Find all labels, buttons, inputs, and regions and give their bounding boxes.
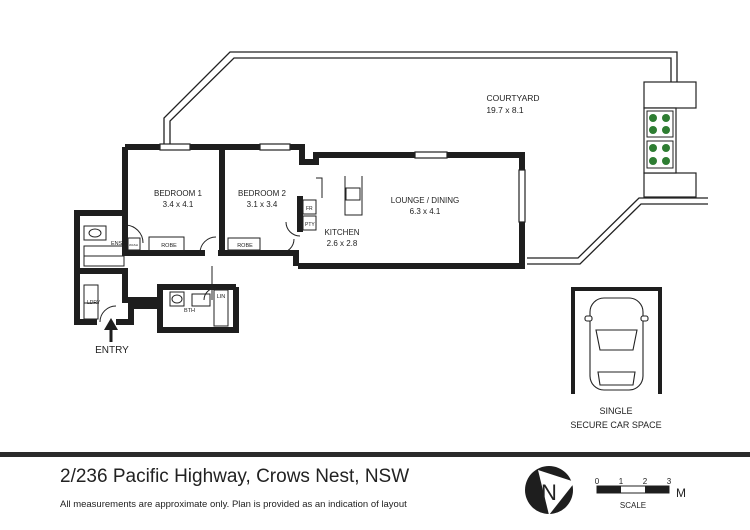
car-space-line1: SINGLE <box>599 406 632 416</box>
scale-label: SCALE <box>620 501 646 510</box>
ensuite-label: ENS <box>111 241 123 247</box>
courtyard-size: 19.7 x 8.1 <box>486 105 524 115</box>
bedroom1-name: BEDROOM 1 <box>154 189 203 198</box>
robe2-label: ROBE <box>237 243 253 249</box>
courtyard-name: COURTYARD <box>486 93 539 103</box>
lounge-size: 6.3 x 4.1 <box>410 207 441 216</box>
room-labels: COURTYARD 19.7 x 8.1 BEDROOM 1 3.4 x 4.1… <box>87 93 662 430</box>
scale-bar: 0 1 2 3 M SCALE <box>595 477 686 510</box>
compass-letter: N <box>541 480 557 505</box>
car-space-line2: SECURE CAR SPACE <box>570 420 661 430</box>
bedroom2-size: 3.1 x 3.4 <box>247 200 278 209</box>
car-space <box>571 287 662 394</box>
bath-label: BTH <box>184 308 195 314</box>
windows <box>159 143 526 223</box>
scale-tick-0: 0 <box>595 477 600 486</box>
fittings <box>83 176 363 327</box>
interior-walls <box>74 144 525 333</box>
kitchen-name: KITCHEN <box>324 228 359 237</box>
bedroom1-size: 3.4 x 4.1 <box>163 200 194 209</box>
car-icon <box>584 297 649 391</box>
property-address: 2/236 Pacific Highway, Crows Nest, NSW <box>60 466 410 487</box>
footer-divider <box>0 452 750 457</box>
scale-tick-1: 1 <box>619 477 624 486</box>
fridge-label: FR <box>306 206 313 212</box>
scale-tick-3: 3 <box>667 477 672 486</box>
disclaimer-text: All measurements are approximate only. P… <box>60 499 407 510</box>
entry-arrow-icon <box>104 318 118 342</box>
scale-tick-2: 2 <box>643 477 648 486</box>
laundry-label: LDRY <box>87 300 101 306</box>
kitchen-size: 2.6 x 2.8 <box>327 239 358 248</box>
linen-label: LIN <box>217 294 226 300</box>
planter-box <box>643 81 697 198</box>
bedroom2-name: BEDROOM 2 <box>238 189 287 198</box>
scale-unit: M <box>676 486 686 500</box>
robe1-label: ROBE <box>161 243 177 249</box>
pantry-label: PTY <box>305 222 315 228</box>
wash-label: WASH <box>129 243 138 247</box>
entry-label: ENTRY <box>95 345 129 356</box>
lounge-name: LOUNGE / DINING <box>391 196 459 205</box>
north-compass-icon: N <box>525 466 575 515</box>
